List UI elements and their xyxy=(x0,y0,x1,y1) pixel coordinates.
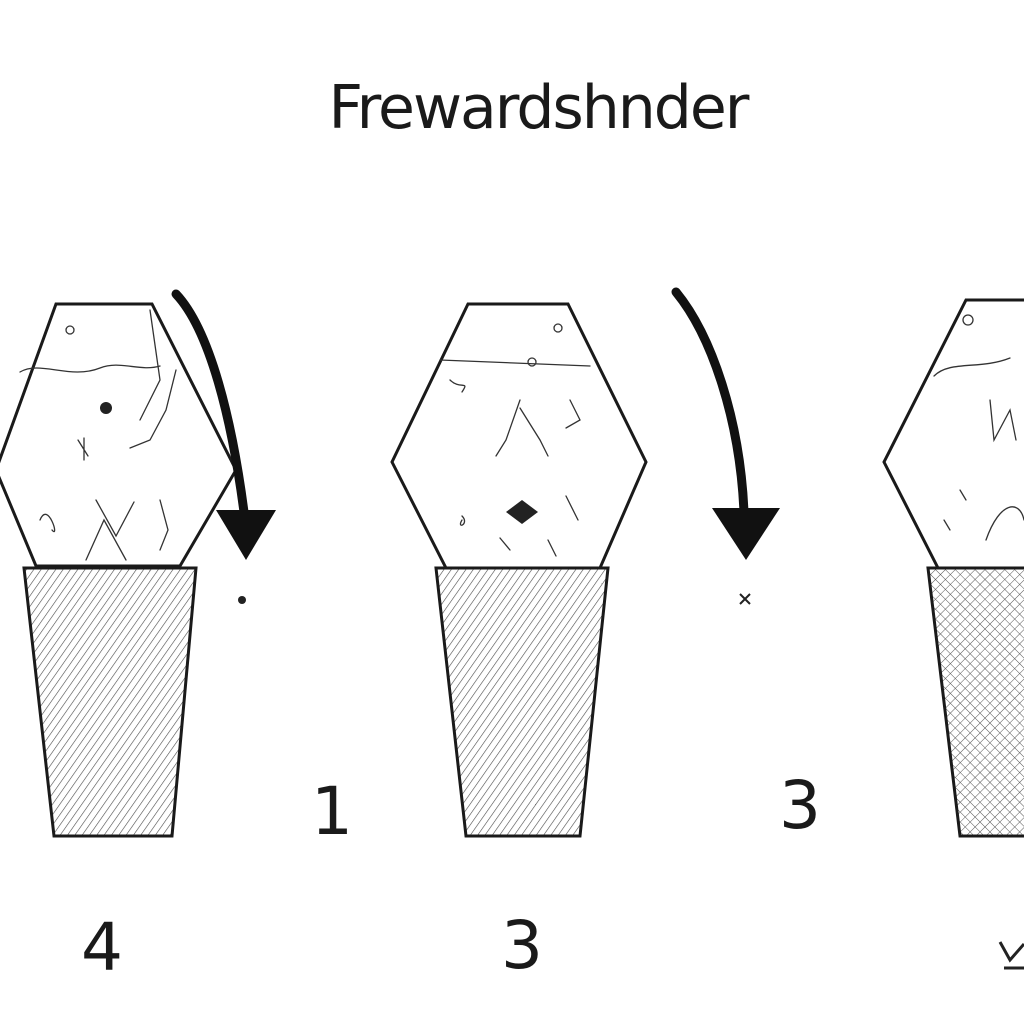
hatched-block-right-shape xyxy=(926,566,1024,838)
hatched-block-left-shape xyxy=(22,566,198,838)
hexagon-middle-sketch xyxy=(439,323,591,557)
group-left xyxy=(0,289,276,838)
arrow-middle-shaft xyxy=(671,287,749,517)
dot-left xyxy=(238,596,246,604)
arrow-left-shaft xyxy=(171,289,249,517)
mark-middle xyxy=(739,593,751,605)
diagram-title: Frewardshnder xyxy=(329,73,750,143)
group-middle xyxy=(390,287,780,838)
label-3-lower: 3 xyxy=(501,907,543,984)
hexagon-left-sketch xyxy=(19,309,177,561)
arrow-left-head xyxy=(216,510,276,560)
hexagon-right-sketch xyxy=(933,314,1024,541)
hexagon-middle xyxy=(390,302,648,570)
arrow-middle-head xyxy=(712,508,780,560)
label-1: 1 xyxy=(311,773,353,850)
hexagon-left xyxy=(0,302,238,568)
label-3-upper: 3 xyxy=(779,767,821,844)
mark-right-bottom xyxy=(998,941,1024,970)
label-4: 4 xyxy=(81,909,123,986)
group-right xyxy=(882,298,1024,970)
hexagon-right xyxy=(882,298,1024,570)
hatched-block-middle-shape xyxy=(434,566,610,838)
